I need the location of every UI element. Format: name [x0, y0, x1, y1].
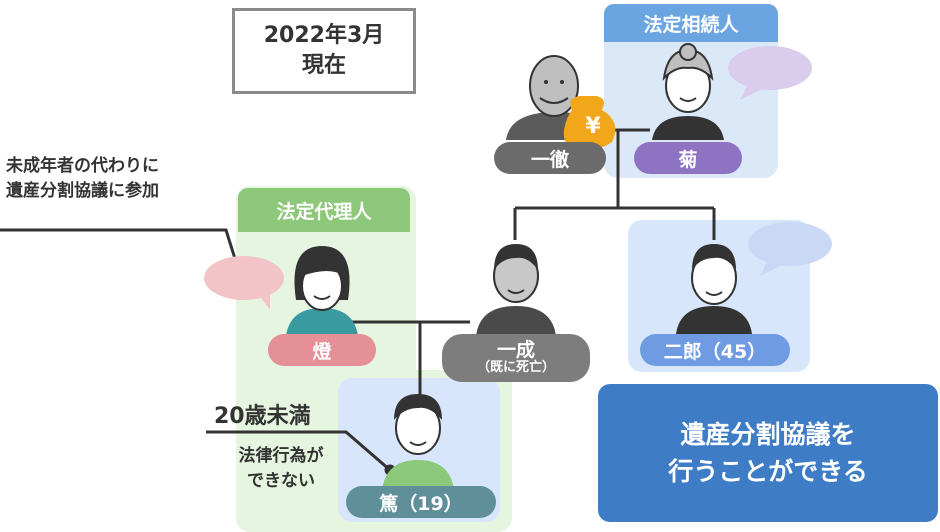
atsushi-figure [382, 394, 454, 490]
kazunari-note: （既に死亡） [476, 360, 555, 376]
callout-minor: 法律行為が できない [206, 444, 356, 493]
heirs-zone-title: 法定相続人 [604, 4, 778, 42]
pill-akari: 燈 [268, 334, 376, 366]
pill-kiku: 菊 [634, 142, 742, 174]
yen-symbol: ¥ [585, 114, 601, 139]
pill-ittetsu: 一徹 [494, 142, 606, 174]
speech-bubble-jiro [748, 222, 832, 276]
agent-zone-title: 法定代理人 [238, 188, 410, 232]
akari-figure [286, 246, 358, 336]
callout-agent-line-1: 未成年者の代わりに [6, 156, 159, 176]
result-box: 遺産分割協議を 行うことができる [598, 384, 938, 522]
callout-agent-line-2: 遺産分割協議に参加 [6, 180, 159, 201]
result-line-1: 遺産分割協議を [680, 419, 856, 449]
callout-agent: 未成年者の代わりに 遺産分割協議に参加 [6, 154, 236, 203]
result-line-2: 行うことができる [668, 457, 868, 486]
pill-kazunari: 一成 （既に死亡） [442, 334, 590, 382]
date-line-2: 現在 [301, 53, 346, 78]
callout-minor-line-1: 法律行為が [238, 446, 324, 466]
jiro-figure [676, 244, 752, 334]
kiku-figure [652, 43, 724, 140]
kazunari-figure [476, 244, 556, 336]
pill-atsushi: 篤（19） [346, 486, 496, 518]
speech-bubble-kiku [728, 46, 812, 100]
kazunari-name: 一成 [496, 338, 535, 361]
money-bag-icon [563, 96, 616, 151]
date-line-1: 2022年3月 [263, 23, 385, 49]
callout-minor-line-2: できない [247, 470, 315, 491]
pill-jiro: 二郎（45） [640, 334, 790, 366]
speech-bubble-akari [204, 256, 284, 310]
date-box: 2022年3月 現在 [232, 8, 416, 94]
callout-minor-title: 20歳未満 [214, 404, 311, 429]
